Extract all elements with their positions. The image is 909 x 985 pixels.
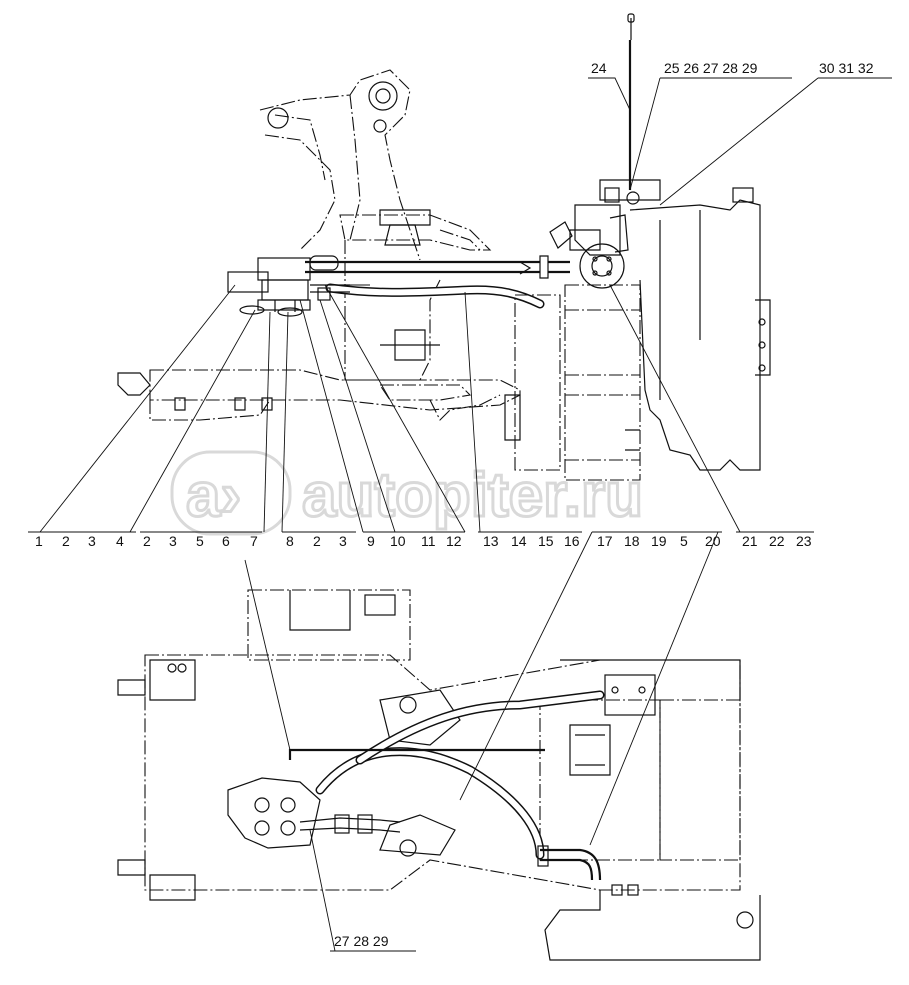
watermark-text: autopiter.ru [302, 461, 643, 530]
front-frame [339, 209, 492, 381]
rear-chassis [504, 187, 771, 481]
callout-10: 10 [390, 533, 406, 549]
callout-4: 4 [116, 533, 124, 549]
chassis [117, 369, 521, 421]
callout-21: 21 [742, 533, 758, 549]
watermark-logo-mark: a› [186, 461, 241, 530]
callout-3c: 3 [339, 533, 347, 549]
callout-13: 13 [483, 533, 499, 549]
callout-27-29: 27 28 29 [334, 933, 389, 949]
callout-5b: 5 [680, 533, 688, 549]
callout-24: 24 [591, 60, 607, 76]
callout-3a: 3 [88, 533, 96, 549]
callout-19: 19 [651, 533, 667, 549]
bottom-view: 17 18 19 5 20 27 28 29 [117, 531, 761, 961]
callout-2c: 2 [313, 533, 321, 549]
control-valve [227, 255, 350, 317]
steel-pipe [305, 255, 570, 279]
callout-3b: 3 [169, 533, 177, 549]
callout-2b: 2 [143, 533, 151, 549]
top-callouts: 24 25 26 27 28 29 30 31 32 1 2 3 4 2 3 5… [28, 60, 892, 549]
callout-6: 6 [222, 533, 230, 549]
callout-11: 11 [421, 533, 436, 549]
front-frame-plan [117, 589, 761, 961]
bottom-callouts: 17 18 19 5 20 27 28 29 [244, 531, 722, 952]
control-valve-plan [227, 777, 401, 849]
callout-16: 16 [564, 533, 580, 549]
callout-12: 12 [446, 533, 462, 549]
callout-2a: 2 [62, 533, 70, 549]
callout-23: 23 [796, 533, 812, 549]
callout-8: 8 [286, 533, 294, 549]
callout-20: 20 [705, 533, 721, 549]
watermark: a› autopiter.ru [170, 450, 645, 536]
hoses-plan [288, 690, 605, 881]
callout-22: 22 [769, 533, 785, 549]
callout-18: 18 [624, 533, 640, 549]
callout-5: 5 [196, 533, 204, 549]
callout-15: 15 [538, 533, 554, 549]
lift-arm [259, 69, 421, 261]
callout-25-29: 25 26 27 28 29 [664, 60, 758, 76]
callout-7: 7 [250, 533, 258, 549]
watermark-logo-box [170, 450, 292, 536]
pump-plan [569, 674, 656, 776]
pump-lever-assembly [549, 13, 661, 289]
top-view: 24 25 26 27 28 29 30 31 32 1 2 3 4 2 3 5… [28, 13, 892, 549]
callout-30-32: 30 31 32 [819, 60, 874, 76]
callout-17: 17 [597, 533, 613, 549]
callout-9: 9 [367, 533, 375, 549]
callout-14: 14 [511, 533, 527, 549]
callout-1: 1 [35, 533, 43, 549]
